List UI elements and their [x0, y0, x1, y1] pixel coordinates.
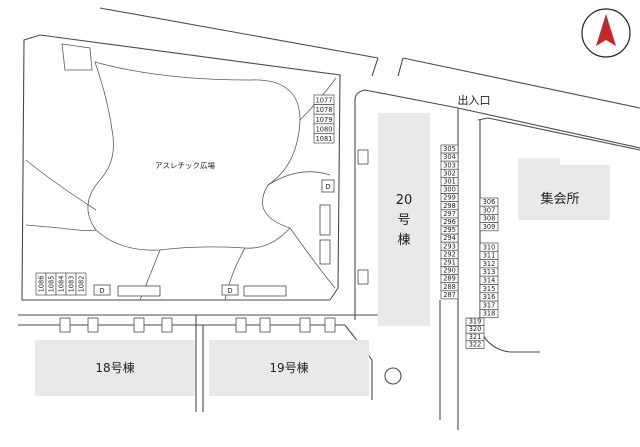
- playground-label: アスレチック広場: [155, 160, 215, 170]
- lot-number: 316: [483, 293, 496, 301]
- lot-number: 313: [483, 268, 496, 276]
- lot-number: 297: [443, 210, 456, 218]
- lot-number: 314: [483, 277, 496, 285]
- assembly-hall-label: 集会所: [540, 191, 579, 207]
- lot-number: 287: [443, 291, 456, 299]
- building-20-label: 棟: [397, 233, 410, 248]
- lot-number: 306: [483, 198, 496, 206]
- lot-group-column: 3053043033023013002992982972962952942932…: [440, 144, 459, 300]
- lot-number: 1080: [316, 125, 333, 133]
- lot-number: 308: [483, 215, 496, 223]
- carports: [59, 149, 369, 333]
- lot-number: 319: [469, 318, 482, 326]
- lot-number: 304: [443, 153, 456, 161]
- lot-number: 310: [483, 243, 496, 251]
- lot-number: 305: [443, 145, 456, 153]
- lot-number: 289: [443, 275, 456, 283]
- lot-number: 318: [483, 310, 496, 318]
- parking-lot: [313, 133, 335, 144]
- lot-number: 290: [443, 267, 456, 275]
- parking-lot: [75, 272, 87, 296]
- d-marker: D: [99, 287, 104, 295]
- lot-number: 1079: [316, 116, 333, 124]
- lot-number: 302: [443, 169, 456, 177]
- lot-number: 309: [483, 223, 496, 231]
- lot-number: 291: [443, 259, 456, 267]
- lot-number: 292: [443, 250, 456, 258]
- lot-number: 299: [443, 194, 456, 202]
- parking-lot: [440, 290, 459, 300]
- lot-number: 312: [483, 260, 496, 268]
- parking-lot: [465, 340, 485, 349]
- building-18-label: 18号棟: [95, 360, 134, 375]
- lot-number: 1083: [68, 276, 76, 293]
- lot-number: 1081: [316, 135, 333, 143]
- lot-number: 298: [443, 202, 456, 210]
- building-20: [378, 113, 430, 326]
- lot-number: 322: [469, 340, 482, 348]
- lot-number: 1078: [316, 106, 333, 114]
- building-19-label: 19号棟: [269, 360, 308, 375]
- d-markers: D D D: [93, 179, 335, 296]
- d-marker: D: [325, 183, 330, 191]
- lot-number: 1086: [38, 276, 46, 293]
- lot-number: 311: [483, 252, 496, 260]
- lot-number: 315: [483, 285, 496, 293]
- lot-number: 1077: [316, 97, 333, 105]
- building-18: [35, 340, 195, 396]
- lot-number: 321: [469, 333, 482, 341]
- lot-number: 294: [443, 234, 456, 242]
- north-compass-icon: [581, 8, 631, 58]
- parking-lot: [479, 309, 499, 319]
- assembly-hall-building: [518, 158, 610, 220]
- lot-number: 303: [443, 161, 456, 169]
- parking-lot: [479, 222, 499, 232]
- entrance-label: 出入口: [458, 93, 491, 107]
- lot-number: 295: [443, 226, 456, 234]
- lot-number: 300: [443, 186, 456, 194]
- lot-number: 1082: [78, 276, 86, 293]
- d-marker: D: [227, 287, 232, 295]
- lot-number: 288: [443, 283, 456, 291]
- lot-number: 320: [469, 325, 482, 333]
- building-20-label: 20: [396, 193, 413, 208]
- lot-number: 293: [443, 242, 456, 250]
- road-lines: [18, 7, 640, 430]
- lot-number: 1084: [58, 276, 66, 293]
- building-19: [209, 340, 369, 396]
- building-20-label: 号: [397, 213, 410, 228]
- lot-number: 307: [483, 206, 496, 214]
- lot-number: 1085: [48, 276, 56, 293]
- lot-number: 301: [443, 178, 456, 186]
- roundabout: [384, 367, 402, 385]
- lot-number: 317: [483, 301, 496, 309]
- lot-number: 296: [443, 218, 456, 226]
